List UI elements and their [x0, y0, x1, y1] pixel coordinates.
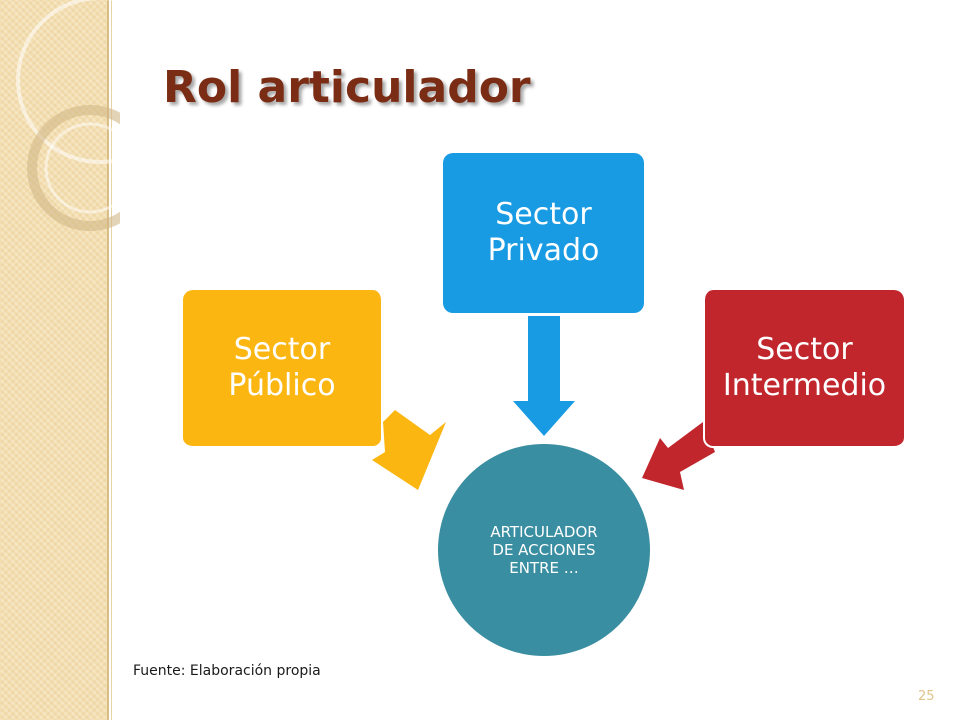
arrow-publico	[372, 410, 446, 490]
arrow-privado	[513, 316, 575, 436]
node-label: Sector Intermedio	[722, 332, 887, 403]
node-label: Sector Público	[228, 332, 336, 403]
arrow-intermedio	[642, 422, 715, 490]
sidebar-divider-thin	[111, 0, 112, 720]
node-label: Sector Privado	[487, 197, 600, 268]
page-title: Rol articulador	[163, 62, 531, 113]
center-label: ARTICULADOR DE ACCIONES ENTRE …	[490, 523, 598, 577]
center-node: ARTICULADOR DE ACCIONES ENTRE …	[438, 444, 650, 656]
sidebar-divider	[107, 0, 109, 720]
node-sector-intermedio: Sector Intermedio	[703, 290, 904, 448]
node-sector-privado: Sector Privado	[443, 153, 644, 313]
page-number: 25	[918, 689, 935, 704]
node-sector-publico: Sector Público	[183, 290, 383, 448]
source-note: Fuente: Elaboración propia	[133, 663, 321, 679]
decorative-rings	[16, 0, 120, 231]
